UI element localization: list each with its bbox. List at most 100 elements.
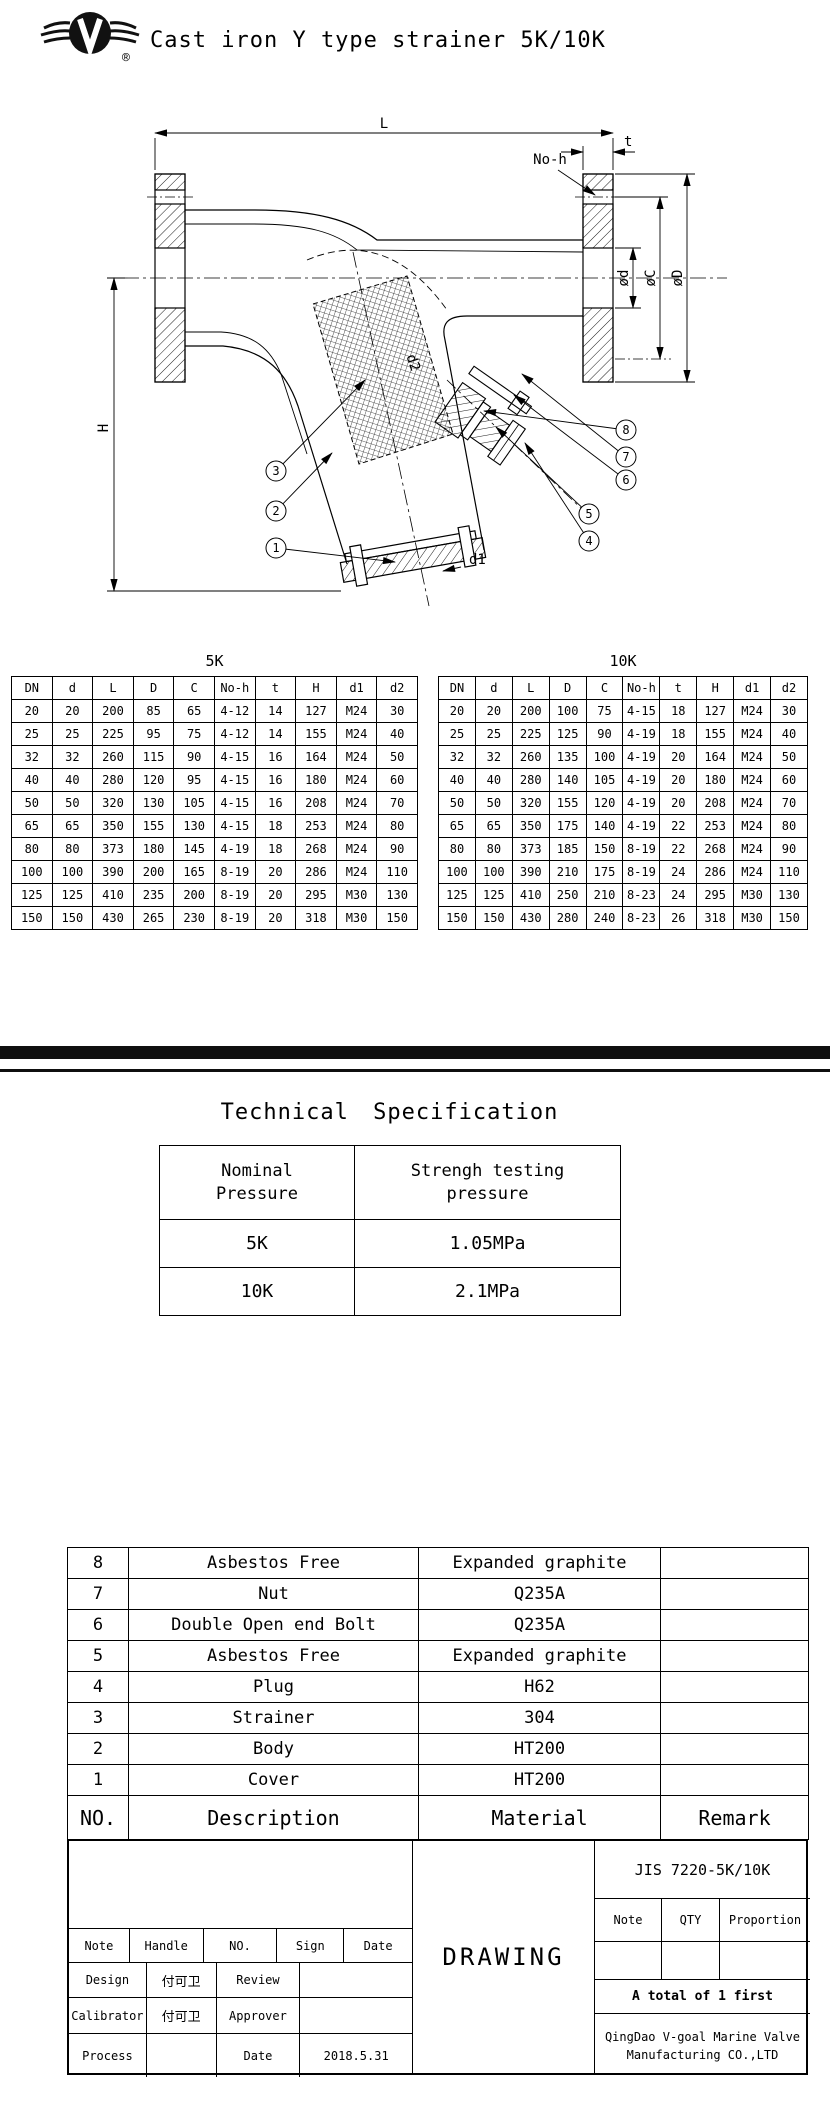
table-cell: 280 xyxy=(548,906,587,930)
table-cell: 80 xyxy=(438,837,476,861)
table-cell: 4-15 xyxy=(213,791,256,815)
table-cell: 295 xyxy=(295,883,337,907)
table-cell xyxy=(660,1609,809,1641)
drawing-label: DRAWING xyxy=(442,1943,565,1971)
table-cell: 4-19 xyxy=(622,722,661,746)
table-cell: 110 xyxy=(376,860,418,884)
table-cell: 155 xyxy=(696,722,735,746)
date-value: 2018.5.31 xyxy=(323,2048,389,2063)
cell: Description xyxy=(128,1795,419,1840)
dim-label-d1: d1 xyxy=(469,552,486,568)
table-cell: 100 xyxy=(474,860,513,884)
dimension-lines xyxy=(107,129,695,592)
table-cell: Plug xyxy=(128,1671,419,1703)
table-cell: 320 xyxy=(511,791,550,815)
table-cell: 140 xyxy=(548,768,587,792)
logo-wings-icon xyxy=(40,21,140,44)
table-cell: 180 xyxy=(696,768,735,792)
table-cell: 295 xyxy=(696,883,735,907)
table-cell: 6 xyxy=(67,1609,129,1641)
table-cell: 268 xyxy=(696,837,735,861)
table-cell: 4-15 xyxy=(213,745,256,769)
table-cell: M24 xyxy=(733,791,772,815)
table-cell: 22 xyxy=(659,837,698,861)
table-cell: 50 xyxy=(474,791,513,815)
table-cell: 318 xyxy=(696,906,735,930)
process-row: Process Date 2018.5.31 xyxy=(69,2034,412,2077)
table-cell: 8 xyxy=(67,1547,129,1579)
cell: d2 xyxy=(376,676,418,700)
table-cell: 65 xyxy=(474,814,513,838)
table-cell: 75 xyxy=(585,699,624,723)
dim-label-no-h: No-h xyxy=(533,152,567,168)
table-cell: 80 xyxy=(51,837,94,861)
callout-8: 8 xyxy=(622,423,629,437)
table-cell: 40 xyxy=(376,722,418,746)
cell: QTY xyxy=(662,1899,720,1941)
dim-label-od: ød xyxy=(616,270,632,287)
table-cell: 120 xyxy=(585,791,624,815)
table-cell: Asbestos Free xyxy=(128,1547,419,1579)
qty-empty-cell xyxy=(720,1942,810,1979)
qty-empty-row xyxy=(595,1942,810,1980)
table-cell: 210 xyxy=(548,860,587,884)
table-cell: 4-12 xyxy=(213,699,256,723)
table-cell: Q235A xyxy=(418,1609,661,1641)
table-cell: 100 xyxy=(11,860,53,884)
table-cell: 10K xyxy=(159,1267,355,1316)
table-cell xyxy=(660,1702,809,1734)
page-divider-thick xyxy=(0,1046,830,1059)
table-cell: Body xyxy=(128,1733,419,1765)
dim-label-oC: øC xyxy=(643,270,659,287)
strainer-section-drawing: 1 2 3 4 5 6 7 8 L t No-h ød øC øD H d1 d… xyxy=(96,116,727,607)
cell: Strengh testing pressure xyxy=(354,1145,621,1220)
table-cell: 4-19 xyxy=(213,837,256,861)
table-cell: 4-15 xyxy=(213,814,256,838)
dim-label-d2: d2 xyxy=(403,352,423,373)
table-cell: 390 xyxy=(511,860,550,884)
table-cell: 65 xyxy=(51,814,94,838)
table-cell: 150 xyxy=(585,837,624,861)
table-cell: Asbestos Free xyxy=(128,1640,419,1672)
table-cell: 25 xyxy=(11,722,53,746)
table-cell: 16 xyxy=(254,745,297,769)
table-caption-10k: 10K xyxy=(609,652,637,670)
cell: No-h xyxy=(622,676,661,700)
table-cell: Expanded graphite xyxy=(418,1640,661,1672)
table-cell: 20 xyxy=(659,768,698,792)
table-cell: 40 xyxy=(474,768,513,792)
table-cell: 16 xyxy=(254,791,297,815)
table-cell: 286 xyxy=(295,860,337,884)
plug-assembly xyxy=(434,365,533,466)
table-cell: 65 xyxy=(173,699,215,723)
dim-label-t: t xyxy=(624,134,632,150)
dim-label-L: L xyxy=(380,116,388,132)
table-cell: 4-12 xyxy=(213,722,256,746)
process-label: Process xyxy=(69,2034,147,2077)
table-cell: M24 xyxy=(335,745,378,769)
table-cell: 250 xyxy=(548,883,587,907)
cell: DN xyxy=(438,676,476,700)
table-cell: 185 xyxy=(548,837,587,861)
cell: Nominal Pressure xyxy=(159,1145,355,1220)
cell: Material xyxy=(418,1795,661,1840)
table-cell: 4-15 xyxy=(213,768,256,792)
